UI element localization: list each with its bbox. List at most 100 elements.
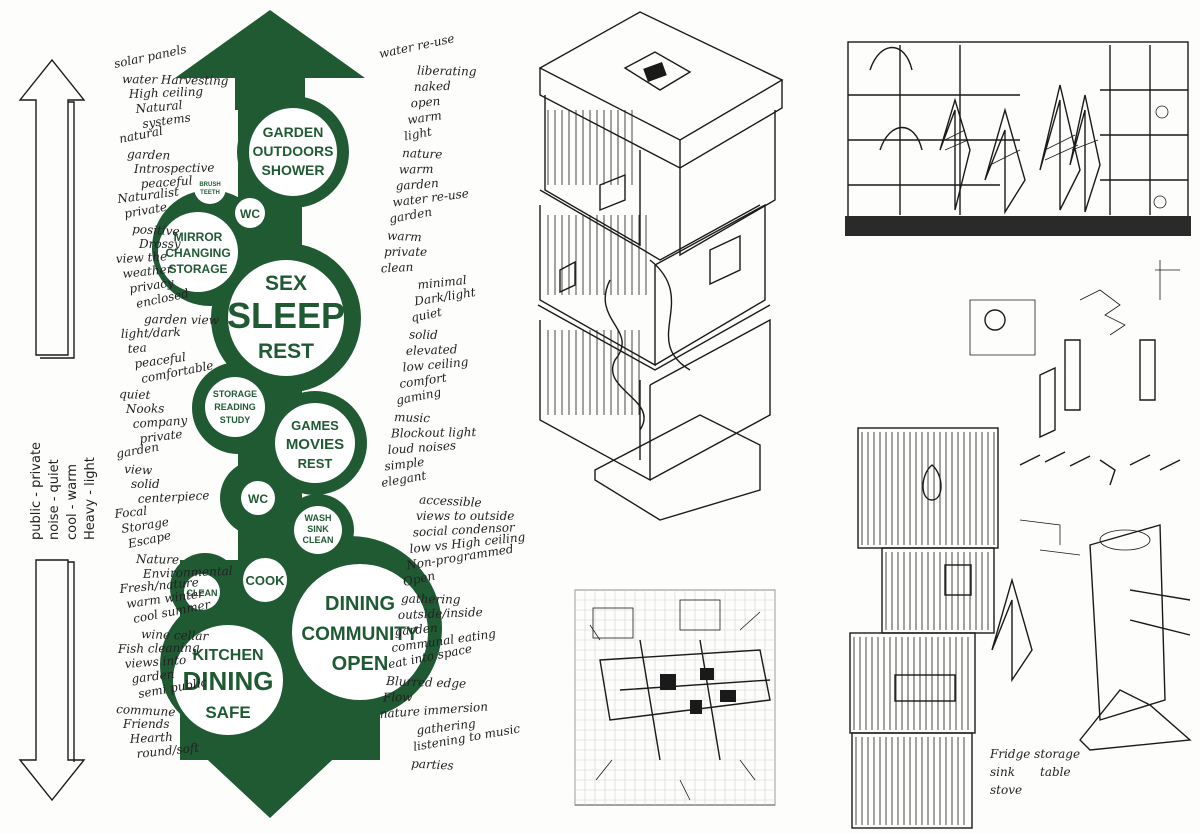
- bubble-clean: CLEAN: [184, 574, 220, 610]
- axonometric-tower-sketch: [537, 11, 784, 521]
- svg-text:SAFE: SAFE: [205, 703, 250, 722]
- bubble-wash: WASH SINK CLEAN: [294, 506, 342, 554]
- scale-cool-warm: cool - warm: [65, 464, 80, 540]
- handwritten-note: outside/inside: [398, 605, 483, 622]
- handwritten-note: garden: [115, 440, 160, 461]
- svg-text:MOVIES: MOVIES: [286, 436, 344, 453]
- handwritten-note: positive: [132, 222, 180, 238]
- handwritten-note: Focal: [113, 504, 148, 521]
- handwritten-note: Hearth: [128, 730, 173, 746]
- bubble-garden: GARDEN OUTDOORS SHOWER: [249, 108, 337, 196]
- grid-plan-sketch: [574, 589, 776, 806]
- svg-text:COOK: COOK: [246, 573, 286, 588]
- note-fridge-storage: Fridge storage: [989, 747, 1080, 761]
- bubble-storage: STORAGE READING STUDY: [205, 377, 265, 437]
- handwritten-note: Blurred edge: [385, 674, 466, 691]
- bubble-dining-community: DINING COMMUNITY OPEN: [292, 564, 428, 700]
- handwritten-note: garden: [131, 667, 175, 686]
- svg-text:WASH: WASH: [305, 513, 332, 523]
- scale-labels: public - private noise - quiet cool - wa…: [29, 442, 98, 540]
- handwritten-note: naked: [414, 79, 452, 94]
- handwritten-note: peaceful: [140, 173, 193, 191]
- bubble-mirror: MIRROR CHANGING STORAGE: [158, 212, 238, 292]
- svg-text:WC: WC: [240, 207, 260, 221]
- handwritten-note: comfort: [398, 370, 447, 391]
- notes-right: water re-useliberatingnakedopenwarmlight…: [378, 31, 526, 772]
- handwritten-note: quiet: [410, 305, 444, 325]
- handwritten-note: open: [410, 94, 441, 111]
- scale-heavy-light: Heavy - light: [83, 457, 98, 540]
- bubble-kitchen: KITCHEN DINING SAFE: [173, 625, 283, 735]
- scale-public-private: public - private: [29, 442, 44, 540]
- handwritten-note: Nooks: [125, 401, 165, 416]
- handwritten-note: music: [394, 410, 431, 425]
- svg-text:DINING: DINING: [183, 666, 274, 696]
- handwritten-note: clean: [380, 260, 413, 276]
- handwritten-note: view the: [115, 249, 167, 266]
- handwritten-note: round/soft: [136, 740, 200, 761]
- handwritten-note: Introspective: [133, 161, 215, 176]
- handwritten-note: water re-use: [378, 31, 456, 61]
- svg-text:TEETH: TEETH: [200, 190, 220, 196]
- handwritten-note: nature: [402, 146, 443, 161]
- svg-text:SINK: SINK: [307, 524, 329, 534]
- handwritten-note: company: [132, 413, 188, 431]
- handwritten-note: Fresh/nature: [118, 575, 199, 596]
- note-sink: sink: [990, 765, 1015, 779]
- handwritten-note: systems: [141, 110, 191, 131]
- svg-text:BRUSH: BRUSH: [199, 182, 220, 188]
- handwritten-note: tea: [127, 340, 147, 356]
- handwritten-note: garden: [395, 176, 439, 193]
- stacked-tower-elevation: Fridge storage sink table stove: [849, 427, 1192, 829]
- svg-text:REST: REST: [298, 456, 333, 471]
- handwritten-note: commune: [116, 702, 176, 719]
- svg-text:GARDEN: GARDEN: [263, 124, 324, 140]
- handwritten-note: garden: [127, 147, 171, 162]
- bubble-brush-teeth: BRUSH TEETH: [194, 172, 226, 204]
- handwritten-note: solid: [409, 328, 438, 343]
- bubble-cook: COOK: [243, 558, 287, 602]
- svg-text:STORAGE: STORAGE: [168, 262, 227, 276]
- handwritten-note: accessible: [419, 493, 482, 510]
- svg-text:DINING: DINING: [325, 593, 395, 615]
- handwritten-note: light: [403, 124, 433, 143]
- svg-text:CLEAN: CLEAN: [187, 588, 218, 598]
- handwritten-note: privacy: [128, 275, 175, 296]
- scale-arrow-up: [18, 58, 86, 359]
- svg-text:MIRROR: MIRROR: [174, 230, 223, 244]
- handwritten-note: elevated: [406, 342, 458, 358]
- elevation-sketch-forest: [845, 41, 1191, 236]
- handwritten-note: garden view: [144, 312, 220, 327]
- handwritten-note: solid: [131, 477, 160, 491]
- svg-text:WC: WC: [248, 492, 268, 506]
- handwritten-note: Environmental: [142, 564, 233, 581]
- handwritten-note: weather: [122, 262, 174, 281]
- handwritten-note: centerpiece: [137, 488, 209, 506]
- handwritten-note: minimal: [417, 273, 468, 292]
- detail-sketches: [969, 260, 1181, 486]
- handwritten-note: natural: [118, 124, 164, 146]
- handwritten-note: Natural: [134, 98, 183, 116]
- handwritten-note: social condensor: [412, 520, 516, 539]
- bubble-wc-lower: WC: [241, 481, 275, 515]
- handwritten-note: quiet: [119, 387, 151, 402]
- handwritten-note: Flow: [382, 690, 414, 705]
- handwritten-note: views into: [124, 653, 186, 671]
- scale-arrow-down: [18, 559, 86, 802]
- svg-text:OUTDOORS: OUTDOORS: [253, 143, 334, 159]
- handwritten-note: private: [139, 427, 184, 446]
- svg-text:STUDY: STUDY: [220, 415, 251, 425]
- svg-text:CLEAN: CLEAN: [303, 535, 334, 545]
- handwritten-note: Fish cleaning: [117, 641, 200, 656]
- handwritten-note: water Harvesting: [122, 72, 229, 88]
- handwritten-note: garden: [394, 621, 438, 639]
- svg-text:COMMUNITY: COMMUNITY: [301, 624, 418, 645]
- handwritten-note: gathering: [401, 592, 461, 607]
- bubble-games: GAMES MOVIES REST: [275, 403, 355, 483]
- handwritten-note: private: [384, 245, 427, 259]
- bubble-wc-upper: WC: [235, 198, 265, 228]
- handwritten-note: Open: [402, 569, 437, 589]
- handwritten-note: wine cellar: [141, 627, 210, 643]
- handwritten-note: view: [124, 462, 153, 477]
